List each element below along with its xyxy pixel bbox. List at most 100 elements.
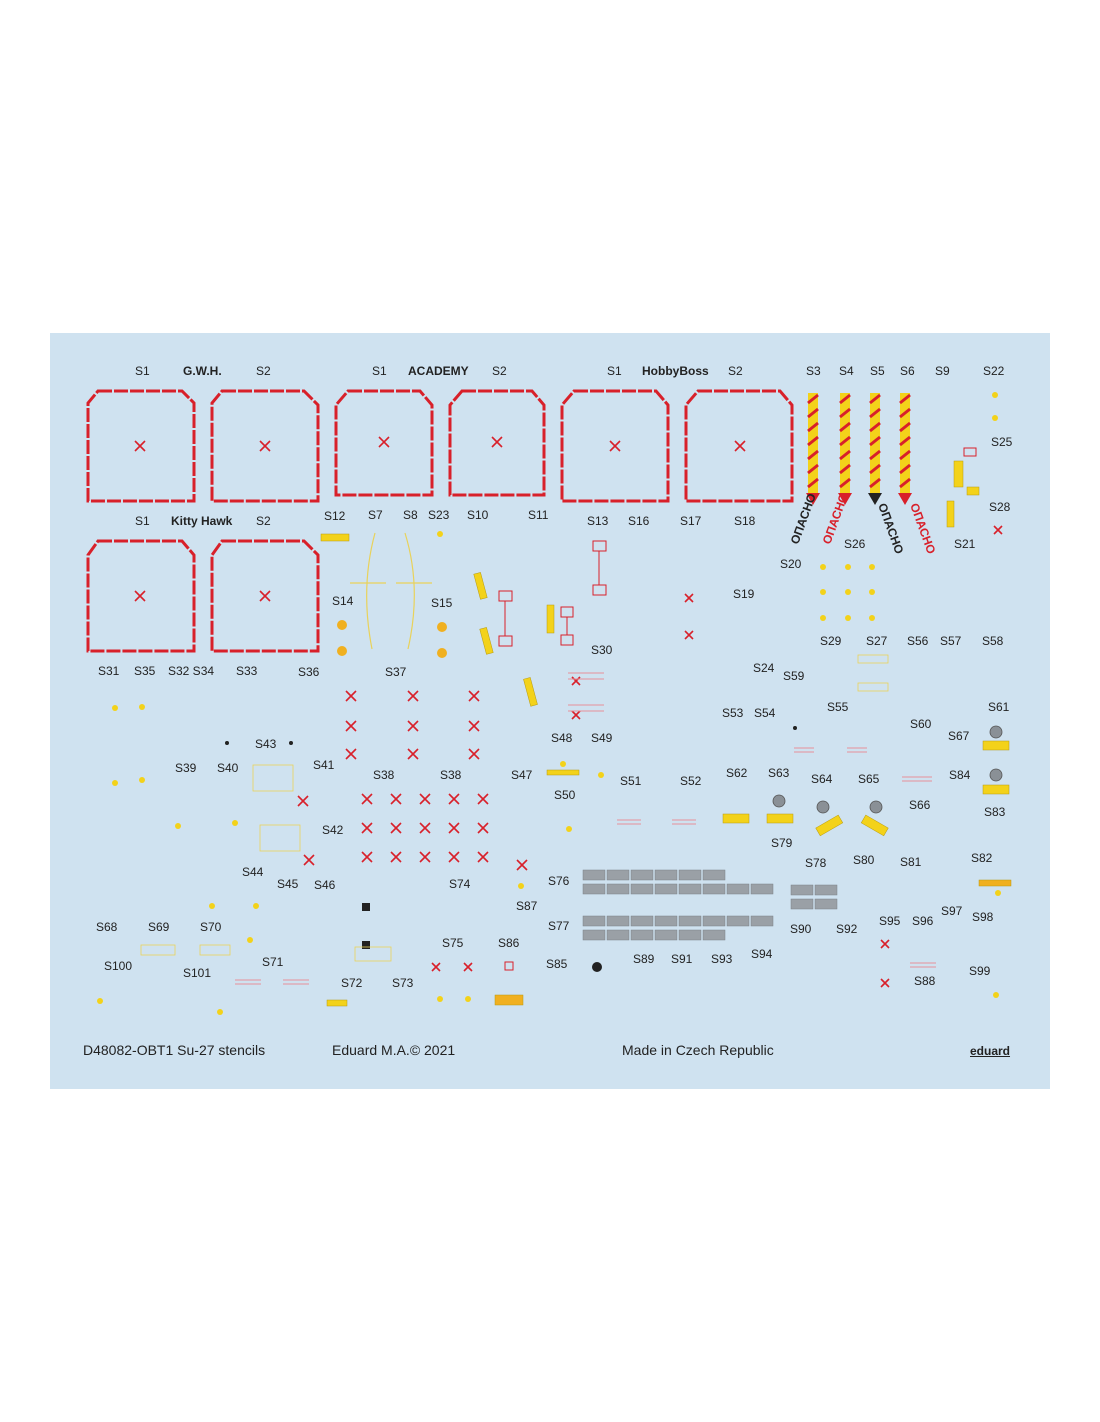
label-104: S88: [914, 974, 936, 988]
label-35: S27: [866, 634, 888, 648]
label-30: S14: [332, 594, 354, 608]
frame-kittyhawk-s1: [86, 539, 196, 653]
label-3: S1: [372, 364, 387, 378]
label-67: S51: [620, 774, 642, 788]
label-49: S55: [827, 700, 849, 714]
label-9: S5: [870, 364, 885, 378]
label-64: S64: [811, 772, 833, 786]
label-8: S4: [839, 364, 854, 378]
label-33: S30: [591, 643, 613, 657]
label-18: S7: [368, 508, 383, 522]
label-34: S29: [820, 634, 842, 648]
label-45: S24: [753, 661, 775, 675]
label-57: S38: [373, 768, 395, 782]
label-65: S65: [858, 772, 880, 786]
label-61: S49: [591, 731, 613, 745]
label-91: S77: [548, 919, 570, 933]
label-6: S2: [728, 364, 743, 378]
frame-gwh-s2: [210, 389, 320, 503]
label-44: S37: [385, 665, 407, 679]
brand-gwh: G.W.H.: [183, 364, 222, 378]
label-5: S1: [607, 364, 622, 378]
label-23: S13: [587, 514, 609, 528]
label-63: S63: [768, 766, 790, 780]
eduard-logo: eduard: [970, 1044, 1011, 1058]
label-83: S87: [516, 899, 538, 913]
label-99: S85: [546, 957, 568, 971]
label-98: S101: [183, 966, 211, 980]
label-10: S6: [900, 364, 915, 378]
frame-center-marks: [134, 436, 746, 602]
label-11: S9: [935, 364, 950, 378]
label-106: S72: [341, 976, 363, 990]
label-40: S35: [134, 664, 156, 678]
label-17: S12: [324, 509, 346, 523]
label-72: S42: [322, 823, 344, 837]
brand-kittyhawk: Kitty Hawk: [171, 514, 233, 528]
label-12: S22: [983, 364, 1005, 378]
frame-academy-s2: [448, 389, 546, 497]
label-13: S25: [991, 435, 1013, 449]
label-87: S98: [972, 910, 994, 924]
label-28: S21: [954, 537, 976, 551]
label-16: S2: [256, 514, 271, 528]
label-41: S32 S34: [168, 664, 214, 678]
label-89: S69: [148, 920, 170, 934]
label-39: S31: [98, 664, 120, 678]
frame-gwh-s1: [86, 389, 196, 503]
label-62: S62: [726, 766, 748, 780]
label-80: S46: [314, 878, 336, 892]
stencil-labels: S1 S2 S1 S2 S1 S2 S3 S4 S5 S6 S9 S22 S25…: [96, 364, 1013, 990]
label-84: S97: [941, 904, 963, 918]
label-88: S68: [96, 920, 118, 934]
label-31: S15: [431, 596, 453, 610]
label-15: S1: [135, 514, 150, 528]
label-22: S11: [528, 508, 549, 522]
label-94: S75: [442, 936, 464, 950]
label-27: S26: [844, 537, 866, 551]
label-42: S33: [236, 664, 258, 678]
label-90: S70: [200, 920, 222, 934]
frame-academy-s1: [334, 389, 434, 497]
label-4: S2: [492, 364, 507, 378]
label-76: S80: [853, 853, 875, 867]
label-68: S52: [680, 774, 702, 788]
label-97: S100: [104, 959, 132, 973]
label-75: S78: [805, 856, 827, 870]
label-100: S89: [633, 952, 655, 966]
small-stencils: [97, 392, 1012, 1015]
label-71: S83: [984, 805, 1006, 819]
label-36: S56: [907, 634, 929, 648]
label-77: S81: [900, 855, 922, 869]
label-70: S66: [909, 798, 931, 812]
label-14: S28: [989, 500, 1011, 514]
canopy-frames: [86, 389, 794, 653]
label-78: S82: [971, 851, 993, 865]
label-20: S23: [428, 508, 450, 522]
frame-hobbyboss-s1: [560, 389, 670, 503]
label-101: S91: [671, 952, 693, 966]
label-82: S76: [548, 874, 570, 888]
label-54: S39: [175, 761, 197, 775]
label-103: S94: [751, 947, 773, 961]
label-19: S8: [403, 508, 418, 522]
label-79: S45: [277, 877, 299, 891]
label-69: S50: [554, 788, 576, 802]
label-52: S60: [910, 717, 932, 731]
label-43: S36: [298, 665, 320, 679]
label-38: S58: [982, 634, 1004, 648]
label-74: S44: [242, 865, 264, 879]
footer-copyright: Eduard M.A.© 2021: [332, 1042, 456, 1058]
frame-kittyhawk-s2: [210, 539, 320, 653]
label-1: S1: [135, 364, 150, 378]
label-92: S90: [790, 922, 812, 936]
label-81: S74: [449, 877, 471, 891]
label-2: S2: [256, 364, 271, 378]
label-48: S54: [754, 706, 776, 720]
label-66: S84: [949, 768, 971, 782]
label-24: S16: [628, 514, 650, 528]
label-29: S20: [780, 557, 802, 571]
label-93: S92: [836, 922, 858, 936]
label-60: S48: [551, 731, 573, 745]
label-26: S18: [734, 514, 756, 528]
